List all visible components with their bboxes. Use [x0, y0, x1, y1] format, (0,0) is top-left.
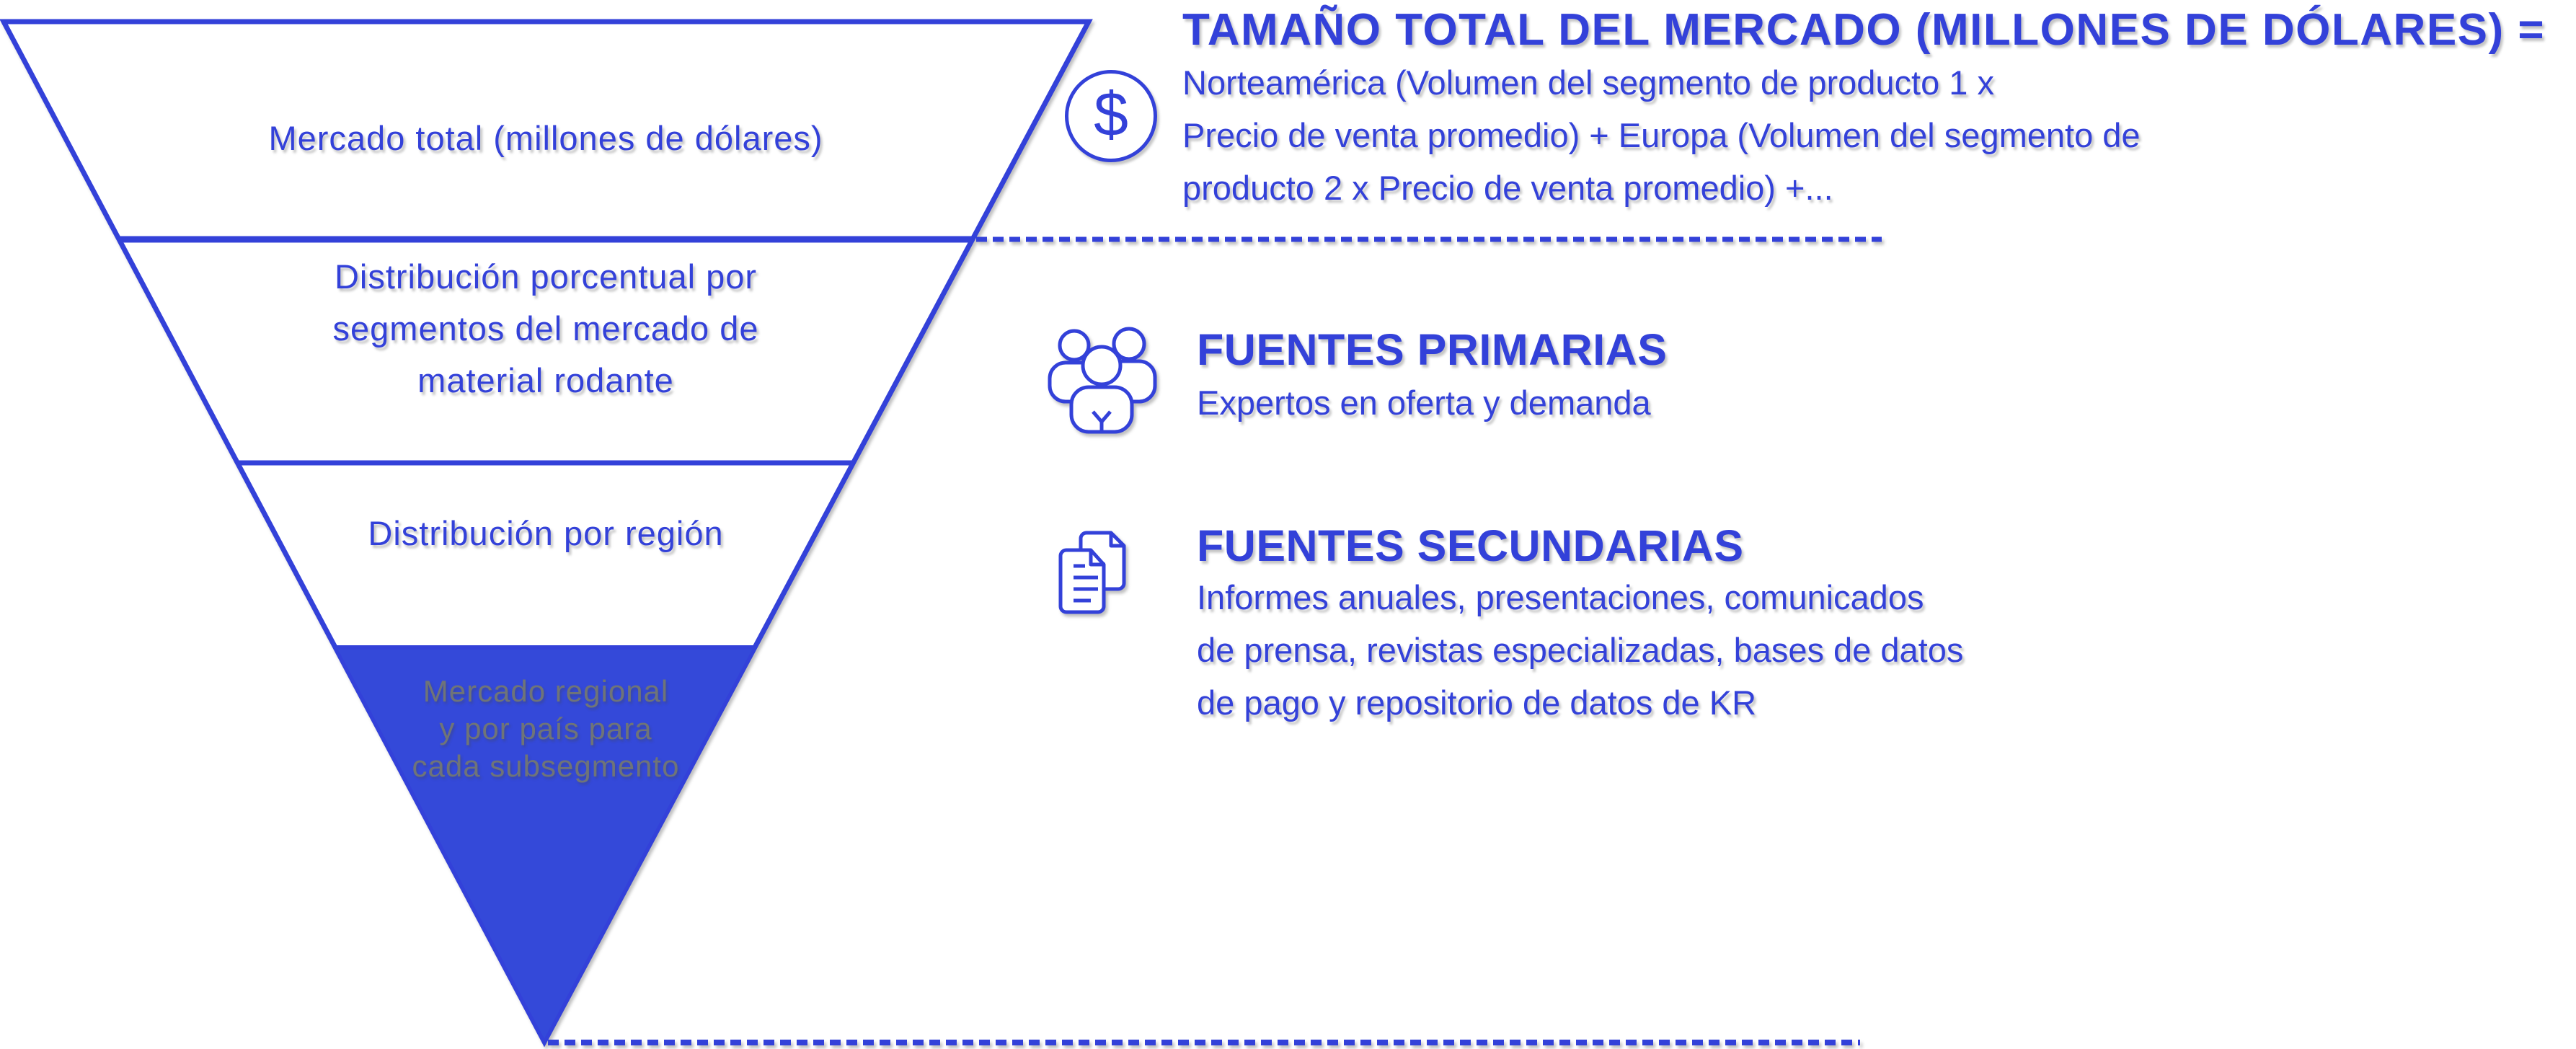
- dollar-glyph: $: [1094, 79, 1128, 149]
- funnel-level-4-line-3: cada subsegmento: [412, 749, 680, 783]
- dollar-circle-icon: $: [1065, 70, 1157, 162]
- funnel-level-2-line-3: material rodante: [417, 361, 674, 399]
- primary-sources-description: Expertos en oferta y demanda: [1197, 384, 1651, 422]
- formula-line-1: Norteamérica (Volumen del segmento de pr…: [1182, 63, 1995, 102]
- funnel-level-4-line-1: Mercado regional: [422, 674, 669, 708]
- market-size-title: TAMAÑO TOTAL DEL MERCADO (MILLONES DE DÓ…: [1182, 5, 2546, 55]
- funnel-outline: [0, 19, 1093, 1048]
- formula-line-2: Precio de venta promedio) + Europa (Volu…: [1182, 116, 2141, 154]
- formula-line-3: producto 2 x Precio de venta promedio) +…: [1182, 169, 1833, 207]
- funnel-level-2-line-2: segmentos del mercado de: [332, 309, 759, 348]
- market-size-formula: Norteamérica (Volumen del segmento de pr…: [1182, 56, 2141, 214]
- secondary-sources-description: Informes anuales, presentaciones, comuni…: [1197, 571, 1963, 729]
- secondary-sources-line-1: Informes anuales, presentaciones, comuni…: [1197, 578, 1924, 616]
- documents-icon: [1058, 531, 1126, 614]
- secondary-sources-line-2: de prensa, revistas especializadas, base…: [1197, 631, 1964, 669]
- funnel-level-2-line-1: Distribución porcentual por: [334, 257, 758, 296]
- funnel-level-1-label: Mercado total (millones de dólares): [268, 119, 823, 157]
- funnel-level-4-label: Mercado regional y por país para cada su…: [329, 673, 762, 785]
- secondary-sources-title: FUENTES SECUNDARIAS: [1197, 521, 1744, 570]
- funnel-level-3-label: Distribución por región: [368, 514, 724, 552]
- primary-sources-title: FUENTES PRIMARIAS: [1197, 325, 1668, 374]
- funnel-level-4-line-2: y por país para: [439, 712, 652, 745]
- people-group-icon: [1048, 327, 1157, 434]
- funnel-level-2-label: Distribución porcentual por segmentos de…: [221, 251, 870, 407]
- secondary-sources-line-3: de pago y repositorio de datos de KR: [1197, 683, 1757, 722]
